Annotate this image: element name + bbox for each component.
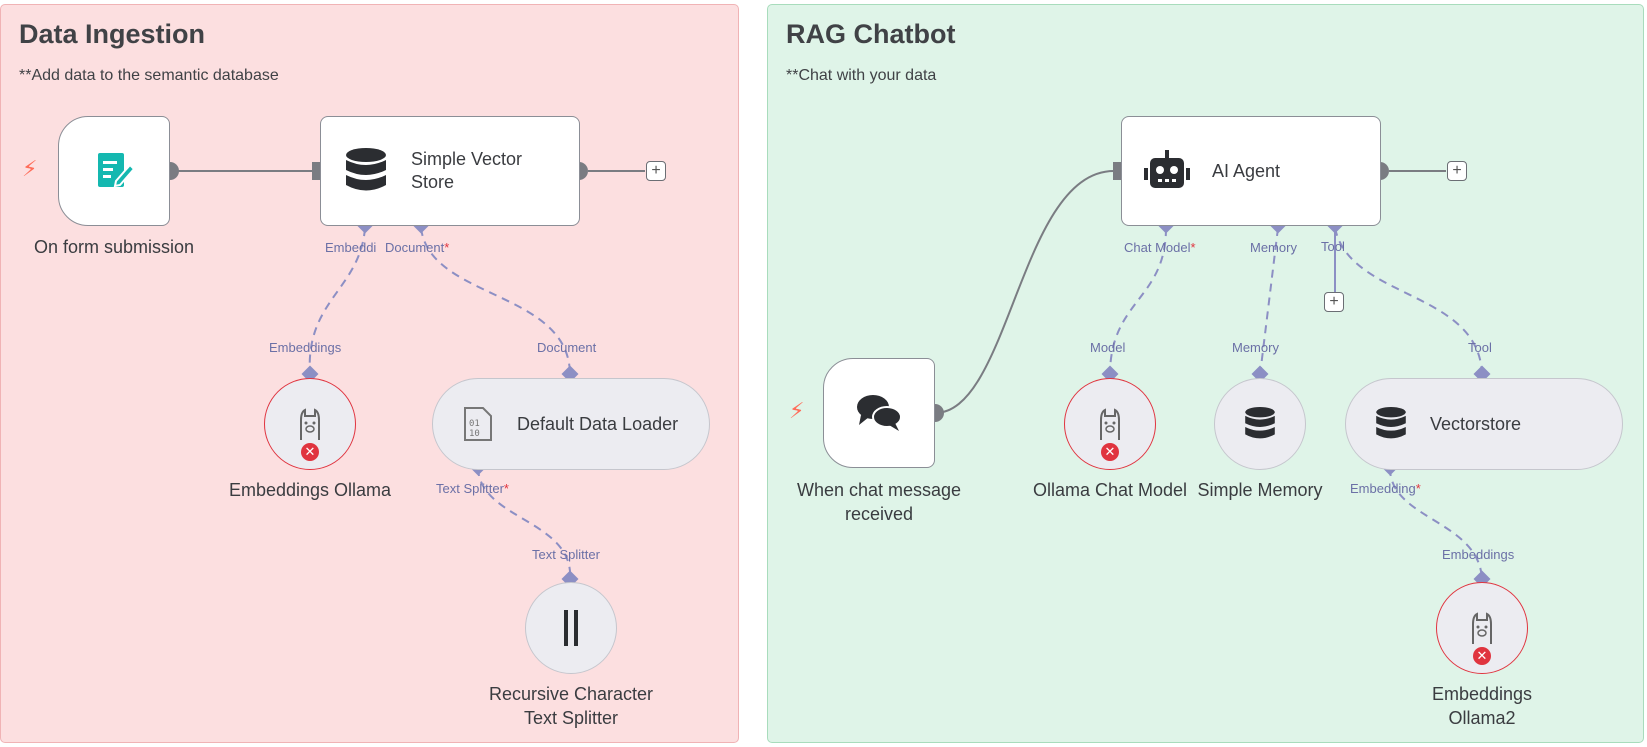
node-label: On form submission [33, 237, 195, 257]
svg-text:10: 10 [469, 429, 480, 439]
form-trigger-node[interactable] [58, 116, 170, 226]
group-subtitle: **Add data to the semantic database [19, 67, 279, 84]
add-tool-button[interactable]: + [1324, 292, 1344, 312]
default-data-loader-node[interactable]: 01 10 Default Data Loader [432, 378, 710, 470]
recursive-splitter-node[interactable] [525, 582, 617, 674]
node-label-line: Text Splitter [523, 708, 619, 728]
node-label-line: Recursive Character [488, 684, 654, 704]
ollama-chat-model-node[interactable]: ✕ [1064, 378, 1156, 470]
port-label-document: Document [537, 340, 597, 355]
port-label-model: Model [1090, 340, 1126, 355]
binary-file-icon: 01 10 [464, 407, 492, 441]
simple-memory-node[interactable] [1214, 378, 1306, 470]
port-label-text: Chat Model [1124, 240, 1191, 255]
required-marker: * [1415, 481, 1421, 496]
node-label-line: When chat message [796, 480, 962, 500]
node-label: Simple Memory [1197, 480, 1323, 500]
port-label-memory: Memory [1232, 340, 1279, 355]
port-label-text: Text Splitter [436, 481, 504, 496]
group-subtitle: **Chat with your data [786, 67, 937, 84]
node-label-line: Ollama2 [1448, 708, 1516, 728]
node-title: Default Data Loader [517, 413, 679, 434]
ai-agent-node[interactable]: AI Agent [1121, 116, 1381, 226]
simple-vector-store-node[interactable]: Simple Vector Store [320, 116, 580, 226]
node-label-line: received [844, 504, 914, 524]
port-label-chat-model: Chat Model* [1124, 240, 1196, 255]
input-handle [1113, 162, 1121, 180]
error-icon: ✕ [1101, 443, 1119, 461]
error-icon: ✕ [1473, 647, 1491, 665]
trigger-bolt-icon: ⚡ [22, 156, 38, 181]
node-label: Ollama Chat Model [1032, 480, 1188, 500]
port-label-embedding: Embedding* [1350, 481, 1421, 496]
group-title: Data Ingestion [19, 19, 206, 49]
group-title: RAG Chatbot [786, 19, 956, 49]
database-icon [1376, 407, 1406, 439]
required-marker: * [444, 240, 450, 255]
node-title: Simple Vector Store [411, 148, 522, 194]
svg-text:01: 01 [469, 419, 480, 429]
node-label: Embeddings Ollama2 [1382, 682, 1582, 730]
port-label-embeddings: Embeddings [1442, 547, 1515, 562]
port-label-memory: Memory [1250, 240, 1297, 255]
node-title: Vectorstore [1430, 413, 1522, 434]
node-title-line: Simple Vector [411, 149, 523, 169]
chat-bubbles-icon [857, 395, 902, 431]
database-icon [1245, 407, 1275, 439]
sub-connection [1259, 227, 1279, 376]
robot-icon [1144, 150, 1190, 188]
embeddings-ollama-node[interactable]: ✕ [264, 378, 356, 470]
sub-connection [1334, 227, 1483, 376]
required-marker: * [1190, 240, 1196, 255]
sub-connection [1389, 467, 1483, 581]
node-label: When chat message received [779, 478, 979, 526]
input-handle [312, 162, 320, 180]
form-document-icon [98, 153, 136, 188]
port-label-text: Document [385, 240, 445, 255]
llama-icon [1472, 612, 1492, 644]
main-connection [934, 170, 1115, 414]
required-marker: * [503, 481, 509, 496]
port-label-embeddings: Embeddings [269, 340, 342, 355]
add-node-button[interactable]: + [1447, 161, 1467, 181]
node-title: AI Agent [1212, 160, 1281, 181]
vectorstore-node[interactable]: Vectorstore [1345, 378, 1623, 470]
splitter-icon [564, 610, 578, 646]
node-title-line: Store [411, 172, 455, 192]
port-label-text: Embedding [1350, 481, 1416, 496]
error-icon: ✕ [301, 443, 319, 461]
sub-connection [308, 227, 366, 376]
llama-icon [300, 408, 320, 440]
port-label-text-splitter: Text Splitter* [436, 481, 509, 496]
port-label-document: Document* [385, 240, 449, 255]
sub-connection [477, 467, 572, 581]
port-label-tool: Tool [1321, 239, 1345, 254]
port-label-embedding: Embeddi [325, 240, 377, 255]
node-label-line: Embeddings [1431, 684, 1533, 704]
node-label: Embeddings Ollama [228, 480, 392, 500]
node-label: Recursive Character Text Splitter [460, 682, 682, 730]
llama-icon [1100, 408, 1120, 440]
database-icon [346, 148, 386, 191]
chat-trigger-node[interactable] [823, 358, 935, 468]
add-node-button[interactable]: + [646, 161, 666, 181]
trigger-bolt-icon: ⚡ [789, 398, 805, 423]
embeddings-ollama2-node[interactable]: ✕ [1436, 582, 1528, 674]
port-label-tool: Tool [1468, 340, 1492, 355]
port-label-text-splitter: Text Splitter [532, 547, 600, 562]
